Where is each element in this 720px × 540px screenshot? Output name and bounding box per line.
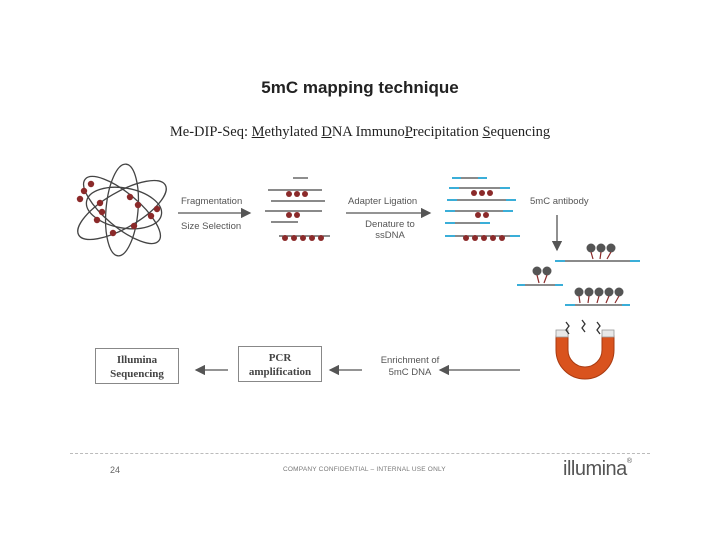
illumina-logo: illumina® [563, 458, 632, 480]
adapter-segments [445, 177, 520, 237]
slide-title: 5m​C mapping technique [261, 78, 459, 97]
antibody-bound-fragments [517, 243, 640, 306]
tangle-methyl-dots [76, 180, 161, 237]
footer-divider [70, 453, 650, 454]
workflow-arrows [178, 207, 563, 376]
adapter-ligated-fragments [455, 177, 510, 237]
confidential-notice: COMPANY CONFIDENTIAL – INTERNAL USE ONLY [283, 466, 446, 473]
magnet-icon [555, 319, 615, 380]
page-number: 24 [110, 465, 121, 475]
slide-subtitle: Me-DIP-Seq: Methylated DNA ImmunoPrecipi… [169, 124, 551, 140]
fragmentation-label: Fragmentation [181, 196, 243, 207]
antibody-label: 5mC antibody [530, 196, 589, 207]
size-selection-label: Size Selection [181, 221, 242, 232]
adapter-fragment-methyl-dots [463, 190, 505, 241]
fragment-methyl-dots [282, 191, 324, 241]
adapter-ligation-label: Adapter Ligation [348, 196, 418, 207]
dna-fragments-group [265, 177, 330, 237]
